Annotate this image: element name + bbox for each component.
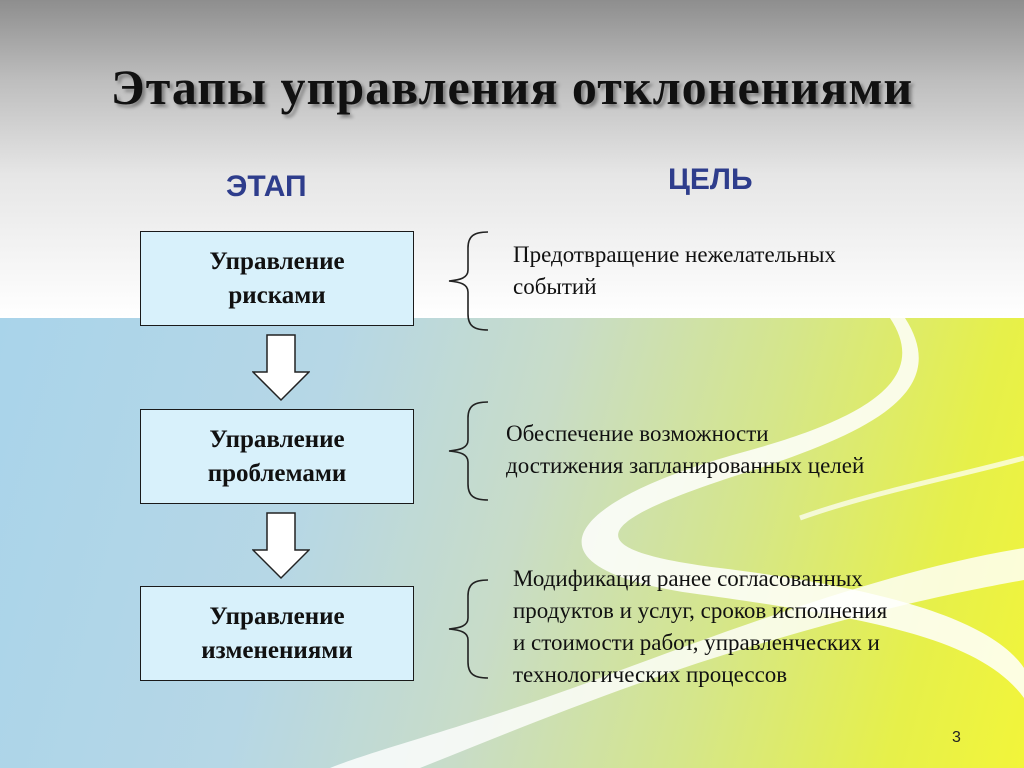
stage-box-changes: Управление изменениями xyxy=(140,586,414,681)
stage-label-line1: Управление xyxy=(209,602,345,630)
stage-label-line1: Управление xyxy=(209,425,345,453)
stage-box-risks: Управление рисками xyxy=(140,231,414,326)
stage-label-line1: Управление xyxy=(209,247,345,275)
left-brace-icon xyxy=(448,231,489,331)
stage-label-line2: рисками xyxy=(228,281,326,309)
stage-box-problems: Управление проблемами xyxy=(140,409,414,504)
stage-column-heading: ЭТАП xyxy=(226,170,307,203)
left-brace-icon xyxy=(448,401,489,501)
stage-label-line2: изменениями xyxy=(201,636,353,664)
goal-column-heading: ЦЕЛЬ xyxy=(668,163,753,196)
goal-line: достижения запланированных целей xyxy=(506,453,865,478)
goal-line: и стоимости работ, управленческих и xyxy=(513,630,880,655)
background-bottom xyxy=(0,318,1024,768)
goal-line: технологических процессов xyxy=(513,662,788,687)
down-arrow-icon xyxy=(252,334,310,402)
goal-line: Модификация ранее согласованных xyxy=(513,566,863,591)
decorative-swoosh xyxy=(330,318,1024,768)
page-number: 3 xyxy=(952,729,961,746)
stage-label-line2: проблемами xyxy=(207,459,347,487)
goal-line: продуктов и услуг, сроков исполнения xyxy=(513,598,888,623)
slide-title: Этапы управления отклонениями xyxy=(110,59,914,115)
down-arrow-icon xyxy=(252,512,310,580)
goal-text-problems: Обеспечение возможности достижения запла… xyxy=(506,418,864,482)
goal-text-risks: Предотвращение нежелательных событий xyxy=(513,239,836,303)
left-brace-icon xyxy=(448,579,489,679)
goal-line: Предотвращение нежелательных xyxy=(513,242,836,267)
goal-line: Обеспечение возможности xyxy=(506,421,769,446)
goal-text-changes: Модификация ранее согласованных продукто… xyxy=(513,563,887,691)
goal-line: событий xyxy=(513,274,597,299)
